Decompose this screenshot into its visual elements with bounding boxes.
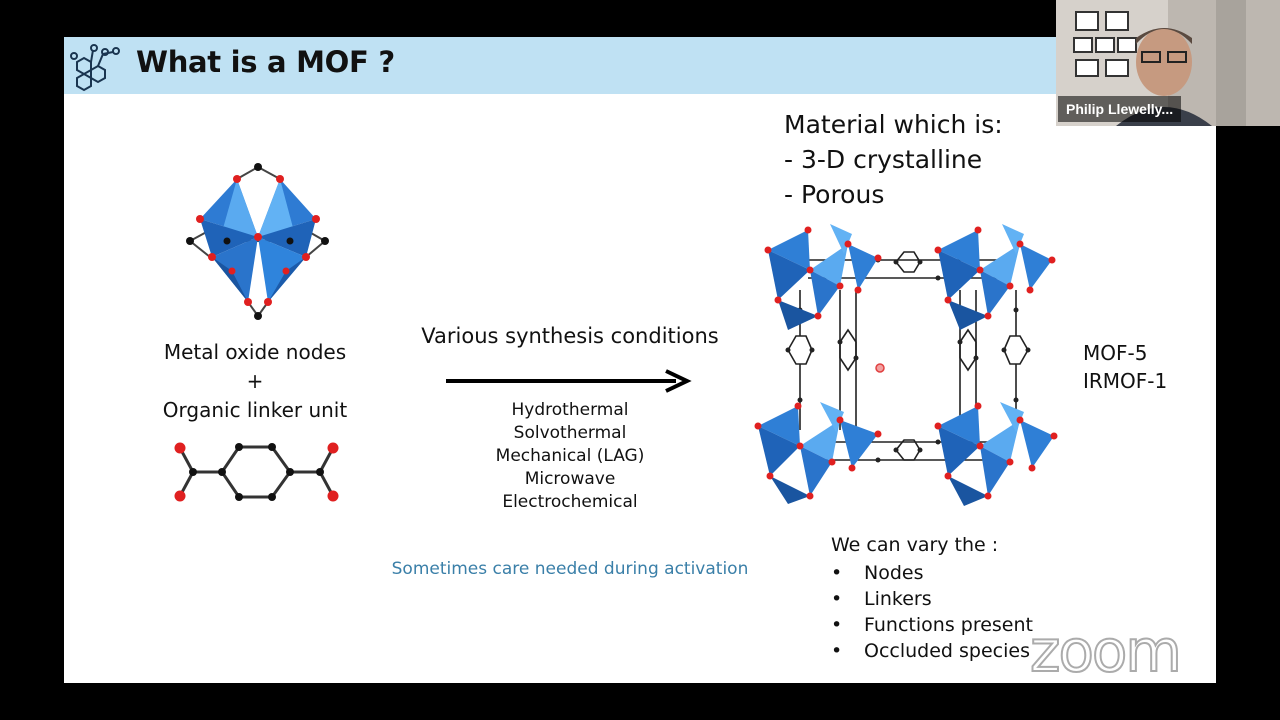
vary-item: Linkers xyxy=(831,586,1033,612)
method-item: Hydrothermal xyxy=(511,400,629,420)
cluster-top-left xyxy=(768,224,878,330)
material-line: Material which is: xyxy=(784,110,1003,139)
vary-item: Occluded species xyxy=(831,638,1033,664)
mof-names: MOF-5 IRMOF-1 xyxy=(1083,339,1167,395)
title-bar: What is a MOF ? xyxy=(64,37,1216,94)
method-item: Microwave xyxy=(524,469,616,489)
method-item: Electrochemical xyxy=(502,492,638,512)
synthesis-conditions-title: Various synthesis conditions xyxy=(421,324,719,348)
plus-label: + xyxy=(246,369,264,393)
synthesis-methods-list: Hydrothermal Solvothermal Mechanical (LA… xyxy=(450,399,690,514)
molecule-logo-icon xyxy=(70,44,120,92)
cluster-top-right xyxy=(938,224,1052,330)
material-description: Material which is: - 3-D crystalline - P… xyxy=(784,107,1003,212)
method-item: Mechanical (LAG) xyxy=(495,446,645,466)
participant-name-label: Philip Llewelly... xyxy=(1058,96,1182,122)
material-line: - 3-D crystalline xyxy=(784,145,983,174)
cursor-pointer-icon xyxy=(875,363,885,373)
participant-video-tile[interactable]: Philip Llewelly... xyxy=(1056,0,1280,126)
linker-label: Organic linker unit xyxy=(162,398,348,422)
vary-list: Nodes Linkers Functions present Occluded… xyxy=(831,560,1033,664)
material-line: - Porous xyxy=(784,180,885,209)
vary-item: Nodes xyxy=(831,560,1033,586)
vary-title: We can vary the : xyxy=(831,534,999,556)
slide-title: What is a MOF ? xyxy=(136,45,395,79)
arrow-right-icon xyxy=(446,369,692,393)
zoom-watermark: zoom xyxy=(1029,617,1183,685)
cluster-bottom-right xyxy=(938,402,1054,506)
vary-item: Functions present xyxy=(831,612,1033,638)
nodes-label: Metal oxide nodes xyxy=(163,340,347,364)
metal-oxide-node-image xyxy=(186,163,329,320)
mof-name: MOF-5 xyxy=(1083,341,1148,365)
presentation-slide: What is a MOF ? xyxy=(64,37,1216,683)
method-item: Solvothermal xyxy=(513,423,627,443)
activation-note: Sometimes care needed during activation xyxy=(391,559,749,579)
mof-name: IRMOF-1 xyxy=(1083,369,1168,393)
mof5-framework-image xyxy=(754,224,1058,506)
cluster-bottom-left xyxy=(758,402,878,504)
organic-linker-image xyxy=(174,442,339,502)
